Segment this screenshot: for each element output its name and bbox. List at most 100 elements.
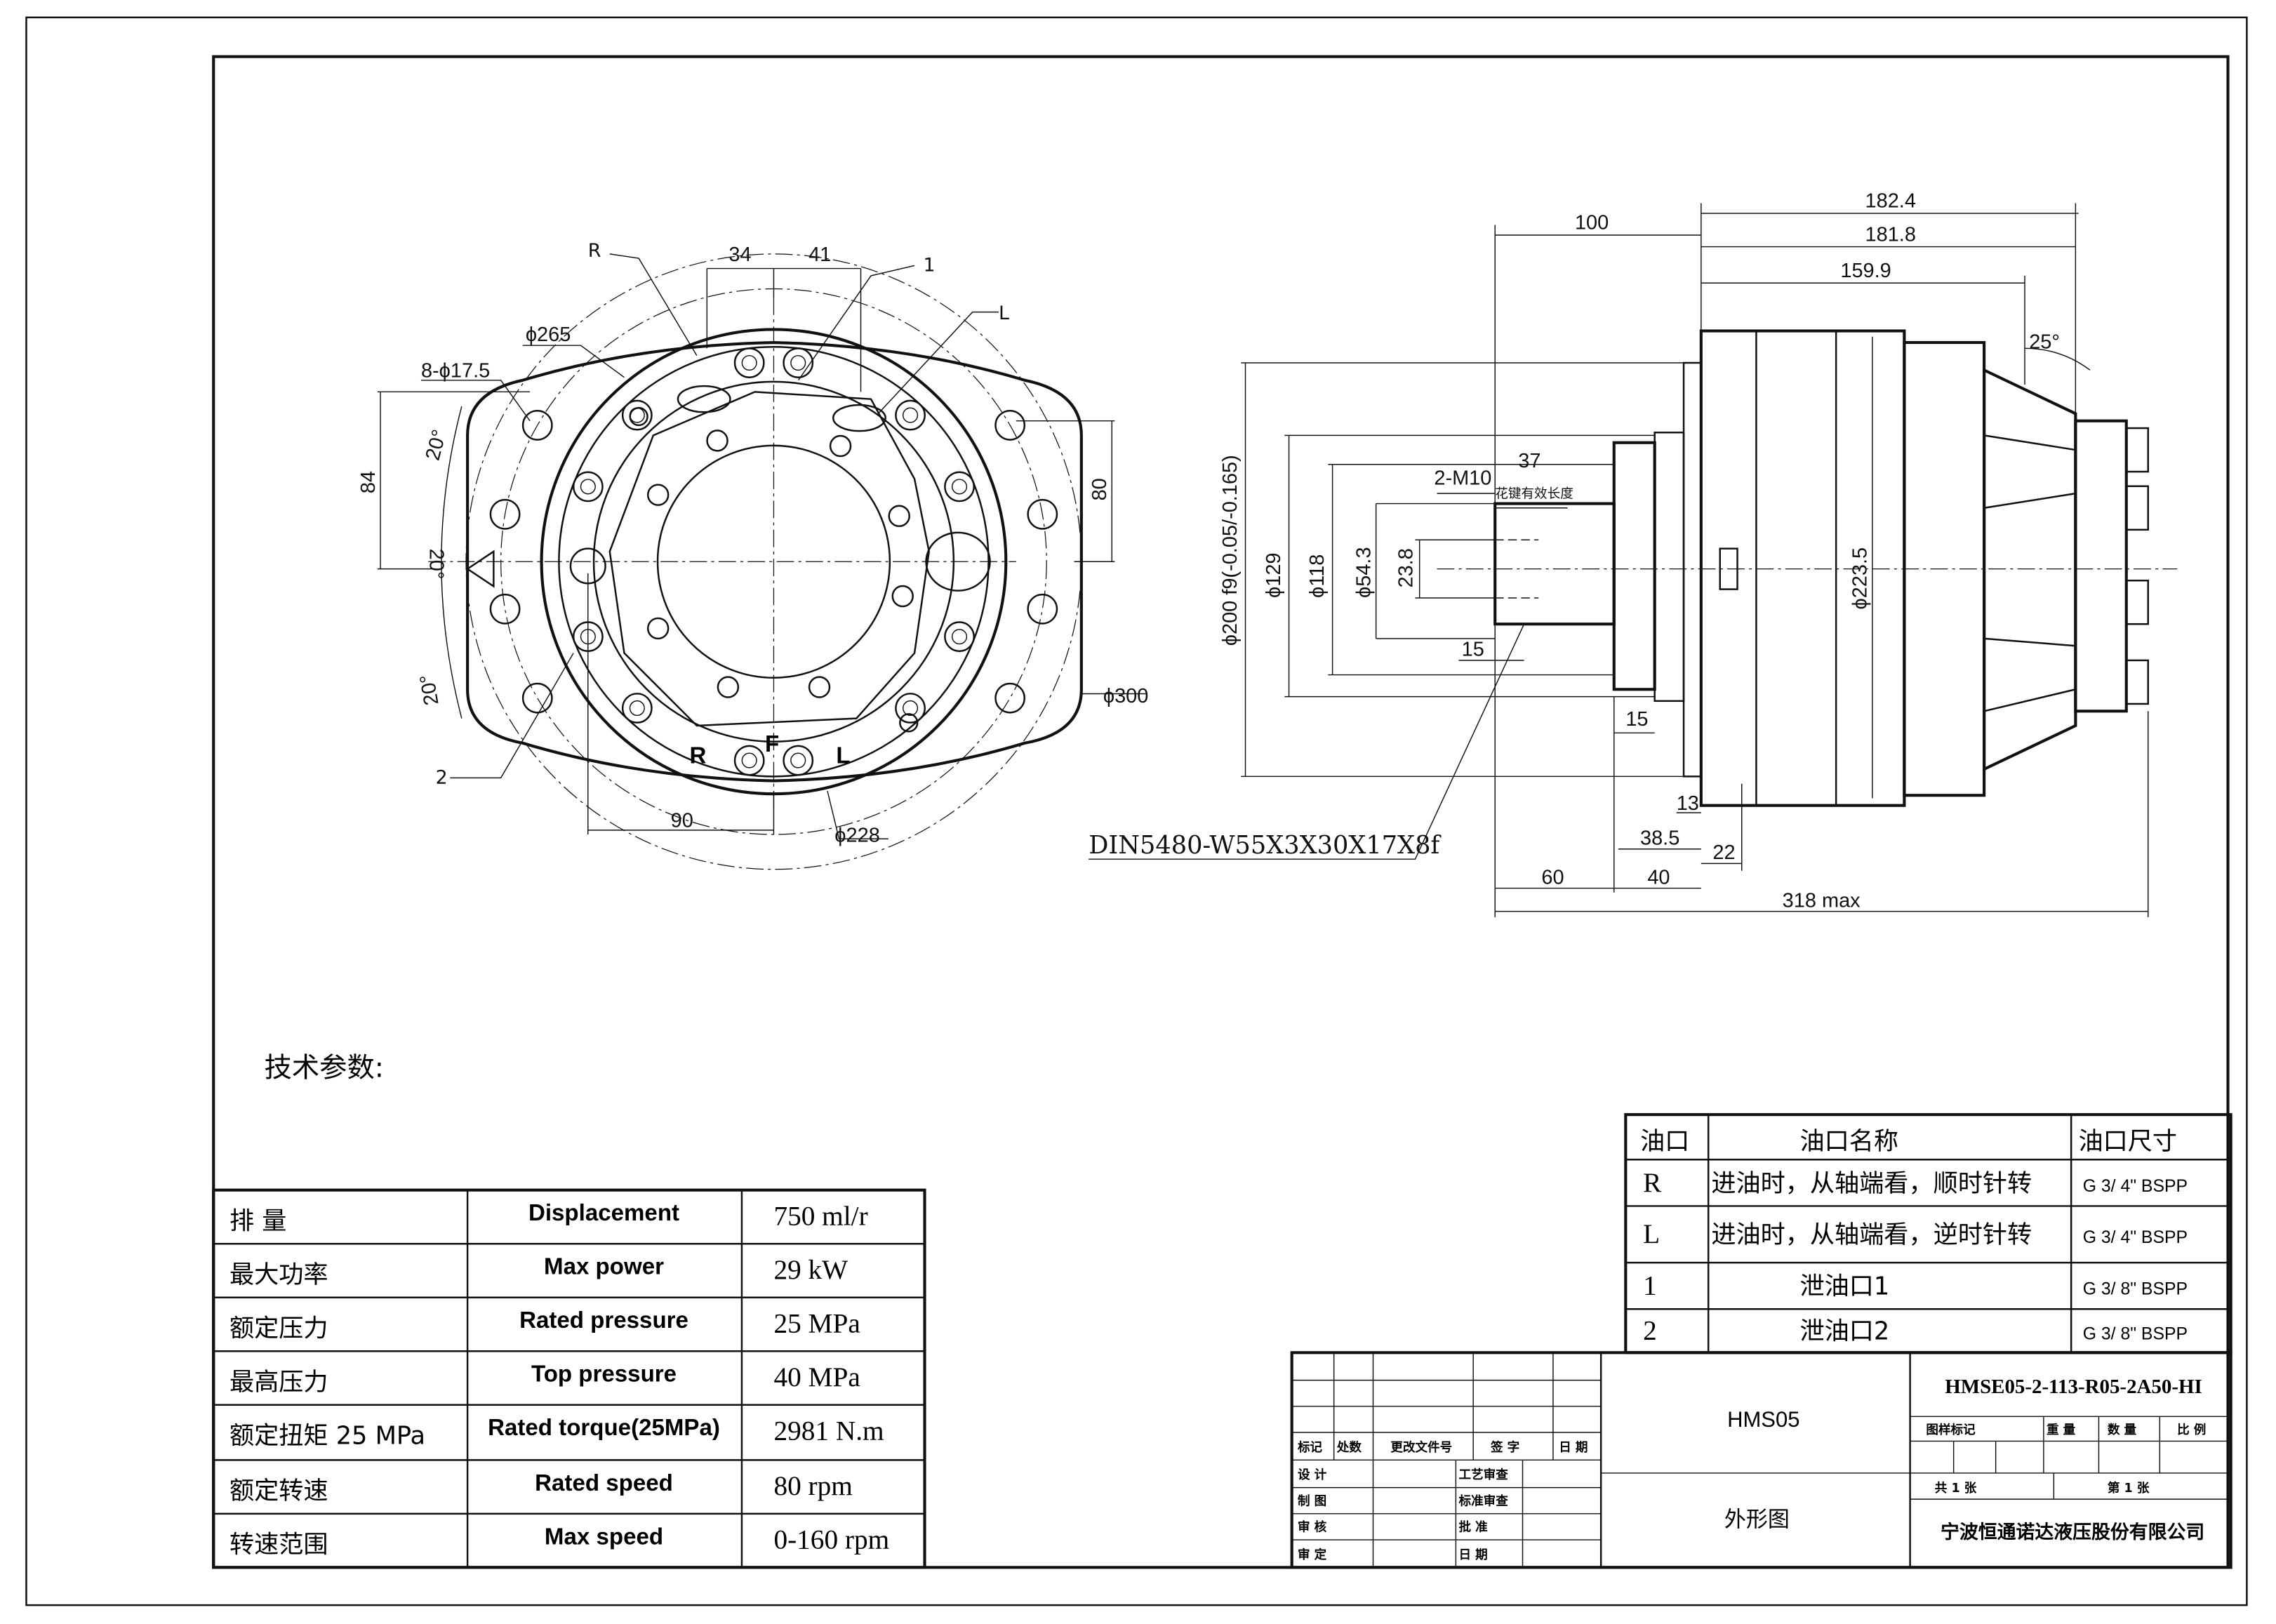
spec-label-en: Rated torque(25MPa)	[488, 1415, 720, 1441]
dim-228: ϕ228	[834, 824, 880, 846]
dim-200-f9: ϕ200 f9(-0.05/-0.165)	[1219, 455, 1242, 646]
label-port-1: 1	[923, 255, 935, 277]
dim-118: ϕ118	[1306, 554, 1329, 598]
review-ratify: 批 准	[1459, 1520, 1489, 1535]
spec-label-en: Max power	[544, 1254, 664, 1280]
dim-23-8: 23.8	[1395, 548, 1417, 587]
dim-223-5: ϕ223.5	[1849, 547, 1872, 610]
rear-brake-cone	[1983, 368, 2077, 772]
housing-bolt	[944, 471, 975, 502]
spec-label-en: Top pressure	[531, 1362, 677, 1387]
part-number: HMSE05-2-113-R05-2A50-HI	[1945, 1376, 2202, 1398]
port-size: G 3/ 4" BSPP	[2083, 1228, 2188, 1247]
front-view: R 34 41 1 L ϕ265 8-ϕ17.5 84 80 20° 20° 2…	[357, 240, 1149, 870]
dim-15-shoulder: 15	[1625, 708, 1648, 731]
meta-weight: 重 量	[2047, 1423, 2076, 1437]
rev-header-count: 处数	[1336, 1440, 1362, 1455]
sheet-number: 第 1 张	[2108, 1481, 2150, 1496]
dim-300: ϕ300	[1103, 685, 1149, 707]
role-approve: 审 定	[1298, 1548, 1327, 1562]
splined-shaft	[1493, 502, 1616, 626]
sheets-total: 共 1 张	[1935, 1482, 1977, 1496]
label-port-2: 2	[436, 767, 448, 789]
dim-22: 22	[1712, 841, 1735, 864]
port-size: G 3/ 4" BSPP	[2083, 1177, 2188, 1196]
port-header-size: 油口尺寸	[2079, 1127, 2178, 1156]
port-name: 泄油口1	[1799, 1272, 1889, 1301]
port-id: 1	[1643, 1271, 1657, 1301]
rev-header-doc: 更改文件号	[1390, 1440, 1452, 1455]
housing-bolt	[895, 693, 926, 724]
mark-F: F	[765, 731, 779, 757]
spec-label-en: Max speed	[545, 1524, 663, 1550]
housing-bolt	[783, 347, 814, 378]
thread-2-M10: 2-M10	[1434, 467, 1491, 490]
sheet-inner-frame	[212, 55, 2230, 1569]
inner-bolt	[829, 434, 852, 458]
mounting-flange-outline	[466, 340, 1083, 783]
port-L-opening	[832, 404, 886, 432]
dim-40: 40	[1647, 866, 1670, 888]
label-port-L: L	[999, 302, 1009, 324]
review-process: 工艺审查	[1459, 1467, 1509, 1482]
mounting-hole	[994, 682, 1026, 714]
review-standard: 标准审查	[1458, 1493, 1509, 1508]
tech-params-heading: 技术参数:	[265, 1052, 384, 1084]
drawing-name: 外形图	[1724, 1507, 1790, 1532]
review-date: 日 期	[1459, 1548, 1488, 1562]
dim-bolt-holes: 8-ϕ17.5	[421, 360, 490, 382]
spec-label-cn: 最大功率	[229, 1260, 328, 1289]
mounting-hole	[1027, 498, 1058, 530]
port-name: 泄油口2	[1799, 1317, 1889, 1346]
inner-bolt	[808, 676, 831, 698]
spec-label-en: Rated pressure	[519, 1307, 688, 1333]
inner-bolt	[706, 430, 728, 452]
spec-label-cn: 转速范围	[229, 1531, 328, 1559]
housing-bolt	[572, 471, 604, 502]
housing-bolt	[944, 621, 975, 653]
dim-181-8: 181.8	[1865, 223, 1916, 246]
spec-label-en: Rated speed	[535, 1470, 673, 1496]
drain-port-2	[899, 713, 919, 733]
dim-90: 90	[671, 810, 693, 832]
dim-54-3: ϕ54.3	[1352, 547, 1375, 598]
angle-20-mid: 20°	[425, 549, 447, 580]
spec-label-cn: 最高压力	[229, 1368, 328, 1397]
inner-bolt	[646, 617, 670, 640]
spec-value: 750 ml/r	[773, 1201, 867, 1231]
dim-159-9: 159.9	[1840, 260, 1891, 282]
inner-bolt	[717, 676, 740, 698]
spec-value: 80 rpm	[773, 1471, 852, 1501]
spline-effective-length: 花键有效长度	[1495, 486, 1573, 501]
meta-pattern-mark: 图样标记	[1926, 1423, 1976, 1437]
angle-20-bot: 20°	[416, 673, 444, 707]
port-id: R	[1643, 1168, 1662, 1198]
side-view: 182.4 181.8 159.9 100 25° 37 2-M10 花键有效长…	[1089, 190, 2178, 917]
spec-label-cn: 额定转速	[229, 1477, 328, 1505]
inner-bolt	[646, 484, 670, 506]
company-name: 宁波恒通诺达液压股份有限公司	[1941, 1521, 2204, 1543]
role-draw: 制 图	[1298, 1493, 1326, 1508]
role-check: 审 核	[1298, 1520, 1327, 1535]
housing-bolt	[733, 347, 765, 378]
inner-bolt	[891, 585, 914, 608]
port-header-name: 油口名称	[1799, 1127, 1898, 1156]
spec-value: 29 kW	[773, 1255, 848, 1285]
housing-bolt	[621, 399, 653, 431]
dim-41: 41	[808, 244, 831, 266]
port-header-port: 油口	[1640, 1127, 1689, 1156]
shaft-bore	[656, 444, 891, 679]
dim-129: ϕ129	[1263, 552, 1285, 598]
spec-value: 25 MPa	[773, 1308, 860, 1338]
rev-header-date: 日 期	[1559, 1441, 1588, 1455]
sheet-outer-border	[25, 16, 2248, 1606]
port-id: L	[1643, 1219, 1660, 1249]
port-size: G 3/ 8" BSPP	[2083, 1280, 2188, 1299]
housing-bolt	[733, 745, 765, 776]
pilot-diameter	[1682, 361, 1703, 778]
port-name: 进油时，从轴端看，顺时针转	[1711, 1169, 2032, 1198]
dim-13: 13	[1677, 792, 1699, 815]
housing-bolt	[895, 399, 926, 431]
meta-quantity: 数 量	[2108, 1423, 2137, 1437]
